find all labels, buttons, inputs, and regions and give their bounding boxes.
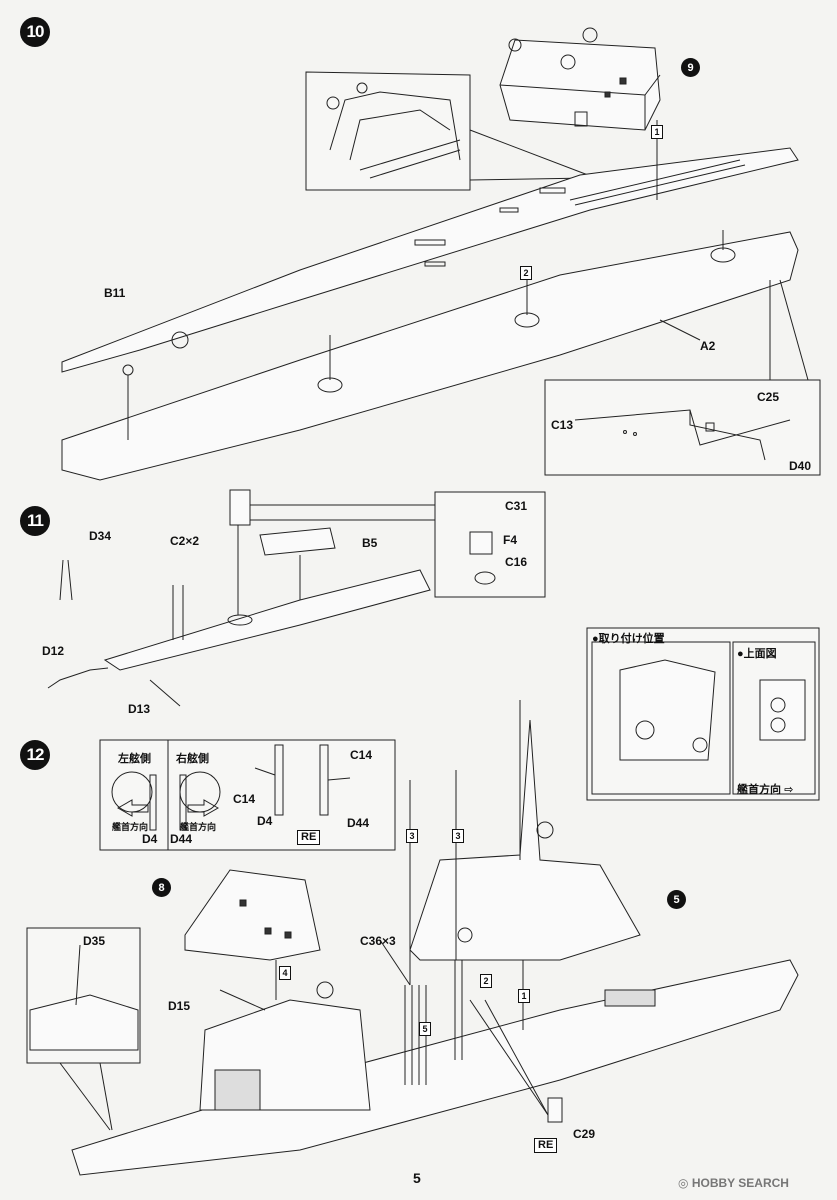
mount-panel-bow-direction: 艦首方向 ⇨ <box>737 781 793 797</box>
mount-panel-top-frame <box>732 641 816 795</box>
side-label-starboard: 右舷側 <box>176 753 209 765</box>
part-label-C13: C13 <box>551 418 574 432</box>
page-number: 5 <box>413 1170 421 1186</box>
watermark-logo-icon: ◎ <box>678 1176 689 1190</box>
side-label-D4: D4 <box>142 832 158 846</box>
part-label-C36: C36×3 <box>360 934 396 948</box>
mount-panel-title: ●取り付け位置 <box>592 633 665 645</box>
watermark-text: HOBBY SEARCH <box>691 1176 789 1190</box>
step11-deck-drawing <box>47 489 546 707</box>
step10-ref-badge-9: 9 <box>681 58 700 77</box>
step10-deck-B11 <box>61 147 799 376</box>
mount-panel-top-view-text: 上面図 <box>743 648 777 660</box>
detail-label-D44: D44 <box>347 816 370 830</box>
part-label-D34: D34 <box>89 529 112 543</box>
part-label-B5: B5 <box>362 536 378 550</box>
step10-hull-A2 <box>61 120 799 481</box>
part-label-D35: D35 <box>83 934 106 948</box>
mount-panel-side-frame <box>591 641 731 795</box>
mount-panel-bow-text: 艦首方向 <box>737 784 781 796</box>
step12-box-4: 4 <box>279 966 291 980</box>
part-label-B11: B11 <box>104 286 126 300</box>
step12-side-box-frame <box>99 739 396 851</box>
mount-panel-drawing <box>619 659 806 761</box>
detail-label-C14-right: C14 <box>350 748 373 762</box>
step-11-badge: 11 <box>20 506 50 536</box>
detail-label-C14-left: C14 <box>233 792 256 806</box>
part-label-F4: F4 <box>503 533 518 547</box>
watermark: ◎ HOBBY SEARCH <box>678 1176 789 1190</box>
step12-box-3b: 3 <box>452 829 464 843</box>
step12-inset-drawing <box>29 944 139 1131</box>
step12-box-1: 1 <box>518 989 530 1003</box>
step12-hull <box>71 770 799 1176</box>
step12-side-drawing <box>111 744 351 831</box>
c29-re-badge: RE <box>534 1138 558 1153</box>
step10-inset <box>305 71 589 191</box>
step10-detail-panel <box>544 379 821 476</box>
step12-superstructure-5 <box>409 700 641 961</box>
step10-box-1: 1 <box>651 125 663 139</box>
step12-box-5: 5 <box>419 1022 431 1036</box>
step-10-badge: 10 <box>20 17 50 47</box>
arrow-right-icon: ⇨ <box>784 784 794 796</box>
part-label-D40: D40 <box>789 459 812 473</box>
side-label-D44: D44 <box>170 832 193 846</box>
step-12-badge: 12 <box>20 740 50 770</box>
detail-label-D4: D4 <box>257 814 273 828</box>
bow-direction-starboard: 艦首方向 <box>180 822 217 832</box>
part-label-C16: C16 <box>505 555 528 569</box>
step10-box-2: 2 <box>520 266 532 280</box>
part-label-A2: A2 <box>700 339 716 353</box>
part-label-C29: C29 <box>573 1127 596 1141</box>
step12-bridge-8 <box>184 869 321 961</box>
step12-ref-badge-8: 8 <box>152 878 171 897</box>
bow-direction-port: 艦首方向 <box>112 822 149 832</box>
step12-box-2: 2 <box>480 974 492 988</box>
detail-re-badge: RE <box>297 830 321 845</box>
mount-panel-title-text: 取り付け位置 <box>598 633 665 645</box>
side-label-port: 左舷側 <box>118 753 151 765</box>
step12-ref-badge-5: 5 <box>667 890 686 909</box>
part-label-D13: D13 <box>128 702 151 716</box>
part-label-D12: D12 <box>42 644 65 658</box>
part-label-C31: C31 <box>505 499 528 513</box>
part-label-C2: C2×2 <box>170 534 200 548</box>
step10-detail-drawing <box>574 279 809 461</box>
part-label-D15: D15 <box>168 999 191 1013</box>
mount-panel-top-view-title: ●上面図 <box>737 648 777 660</box>
step12-box-3a: 3 <box>406 829 418 843</box>
part-label-C25: C25 <box>757 390 780 404</box>
step10-superstructure-drawing <box>499 27 661 131</box>
